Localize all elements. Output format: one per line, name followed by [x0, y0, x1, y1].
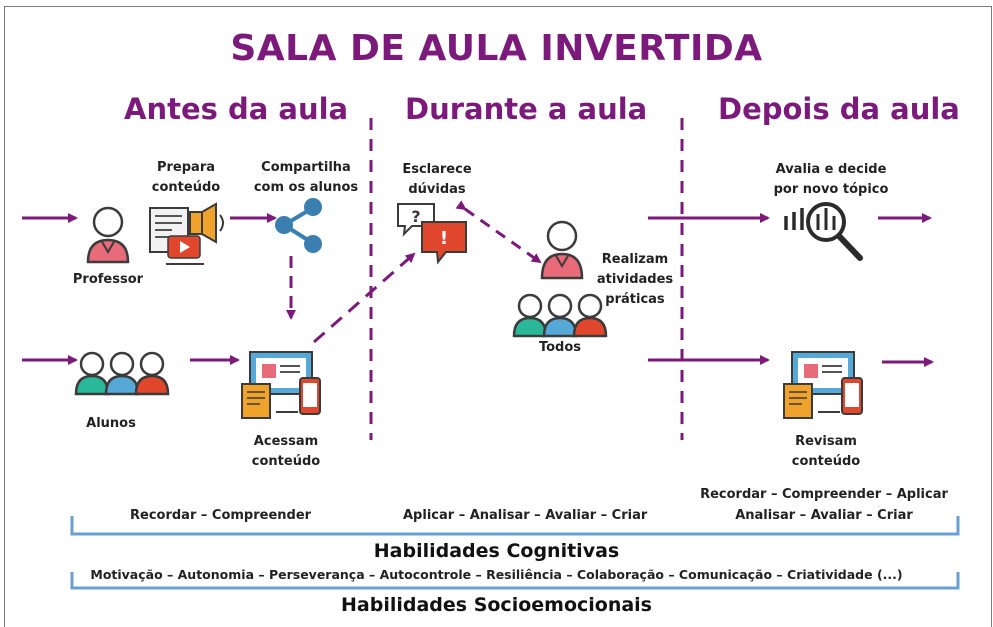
cognitive-bracket	[70, 516, 960, 536]
label-compartilha: Compartilha com os alunos	[253, 160, 359, 195]
arrow-duvidas-to-realizam	[455, 200, 542, 264]
socioemotional-bracket	[70, 572, 960, 590]
everyone-icon	[512, 293, 608, 338]
doubts-icon: ? !	[397, 203, 467, 265]
cognitive-during: Aplicar – Analisar – Avaliar – Criar	[403, 508, 648, 523]
professor-icon	[86, 206, 130, 264]
cognitive-after: Recordar – Compreender – Aplicar Analisa…	[700, 487, 948, 523]
svg-text:?: ?	[411, 207, 420, 226]
phase-before-heading: Antes da aula	[124, 92, 349, 126]
diagram-title: SALA DE AULA INVERTIDA	[230, 28, 763, 69]
review-content-icon	[783, 351, 863, 419]
label-todos: Todos	[538, 340, 582, 355]
teacher-activity-icon	[540, 220, 584, 280]
label-professor: Professor	[72, 272, 144, 287]
share-icon	[275, 198, 322, 253]
cognitive-before: Recordar – Compreender	[130, 508, 312, 523]
phase-during-heading: Durante a aula	[405, 92, 648, 126]
phase-after-heading: Depois da aula	[718, 92, 960, 126]
students-icon	[74, 351, 170, 396]
label-alunos: Alunos	[86, 416, 136, 431]
label-prepara: Prepara conteúdo	[151, 160, 221, 195]
evaluate-search-icon	[784, 202, 863, 261]
access-content-icon	[241, 351, 321, 419]
label-esclarece: Esclarece dúvidas	[402, 162, 472, 197]
label-acessam: Acessam conteúdo	[251, 434, 321, 469]
prepare-content-icon	[149, 202, 224, 265]
label-realizam: Realizam atividades práticas	[596, 252, 674, 307]
diagram-frame	[4, 6, 992, 627]
arrow-acessam-to-duvidas	[313, 252, 416, 344]
cognitive-skills-label: Habilidades Cognitivas	[373, 540, 620, 562]
label-revisam: Revisam conteúdo	[791, 434, 861, 469]
svg-text:!: !	[440, 228, 448, 249]
socioemotional-skills-label: Habilidades Socioemocionais	[341, 594, 652, 616]
socioemotional-list: Motivação – Autonomia – Perseverança – A…	[90, 567, 903, 582]
label-avalia: Avalia e decide por novo tópico	[773, 162, 889, 197]
